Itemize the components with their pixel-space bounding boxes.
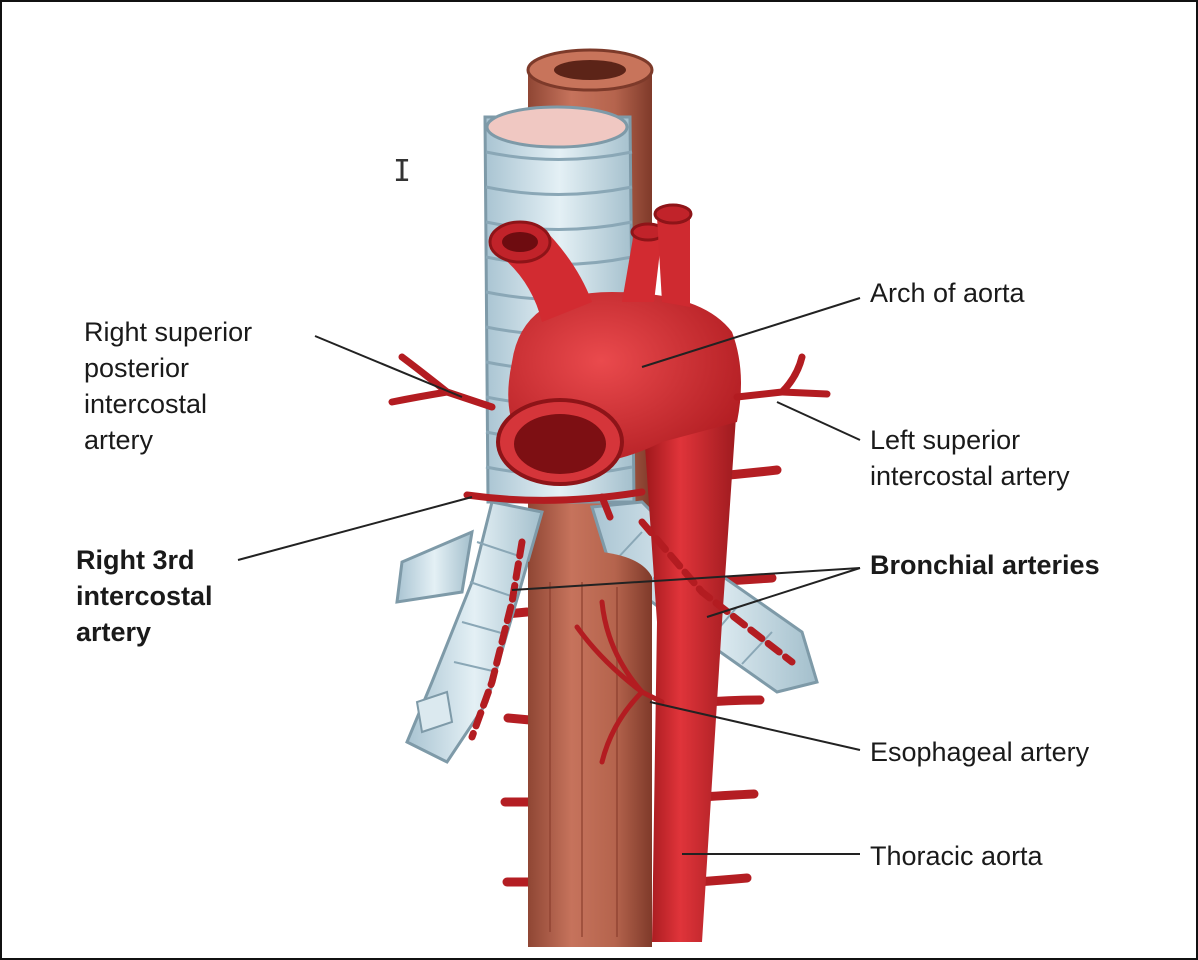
label-esophageal-artery: Esophageal artery: [870, 734, 1089, 770]
label-left-superior-intercostal-artery: Left superior intercostal artery: [870, 422, 1070, 494]
label-bronchial-arteries: Bronchial arteries: [870, 547, 1100, 583]
label-right-superior-posterior-intercostal-artery: Right superior posterior intercostal art…: [84, 314, 252, 458]
label-right-3rd-intercostal-artery: Right 3rd intercostal artery: [76, 542, 213, 650]
text-cursor-icon: I: [393, 154, 411, 189]
esophagus-lower: [528, 551, 652, 947]
label-arch-of-aorta: Arch of aorta: [870, 275, 1025, 311]
label-thoracic-aorta: Thoracic aorta: [870, 838, 1043, 874]
leader-left-superior-intercostal: [777, 402, 860, 440]
leader-right-superior-intercostal: [315, 336, 462, 397]
